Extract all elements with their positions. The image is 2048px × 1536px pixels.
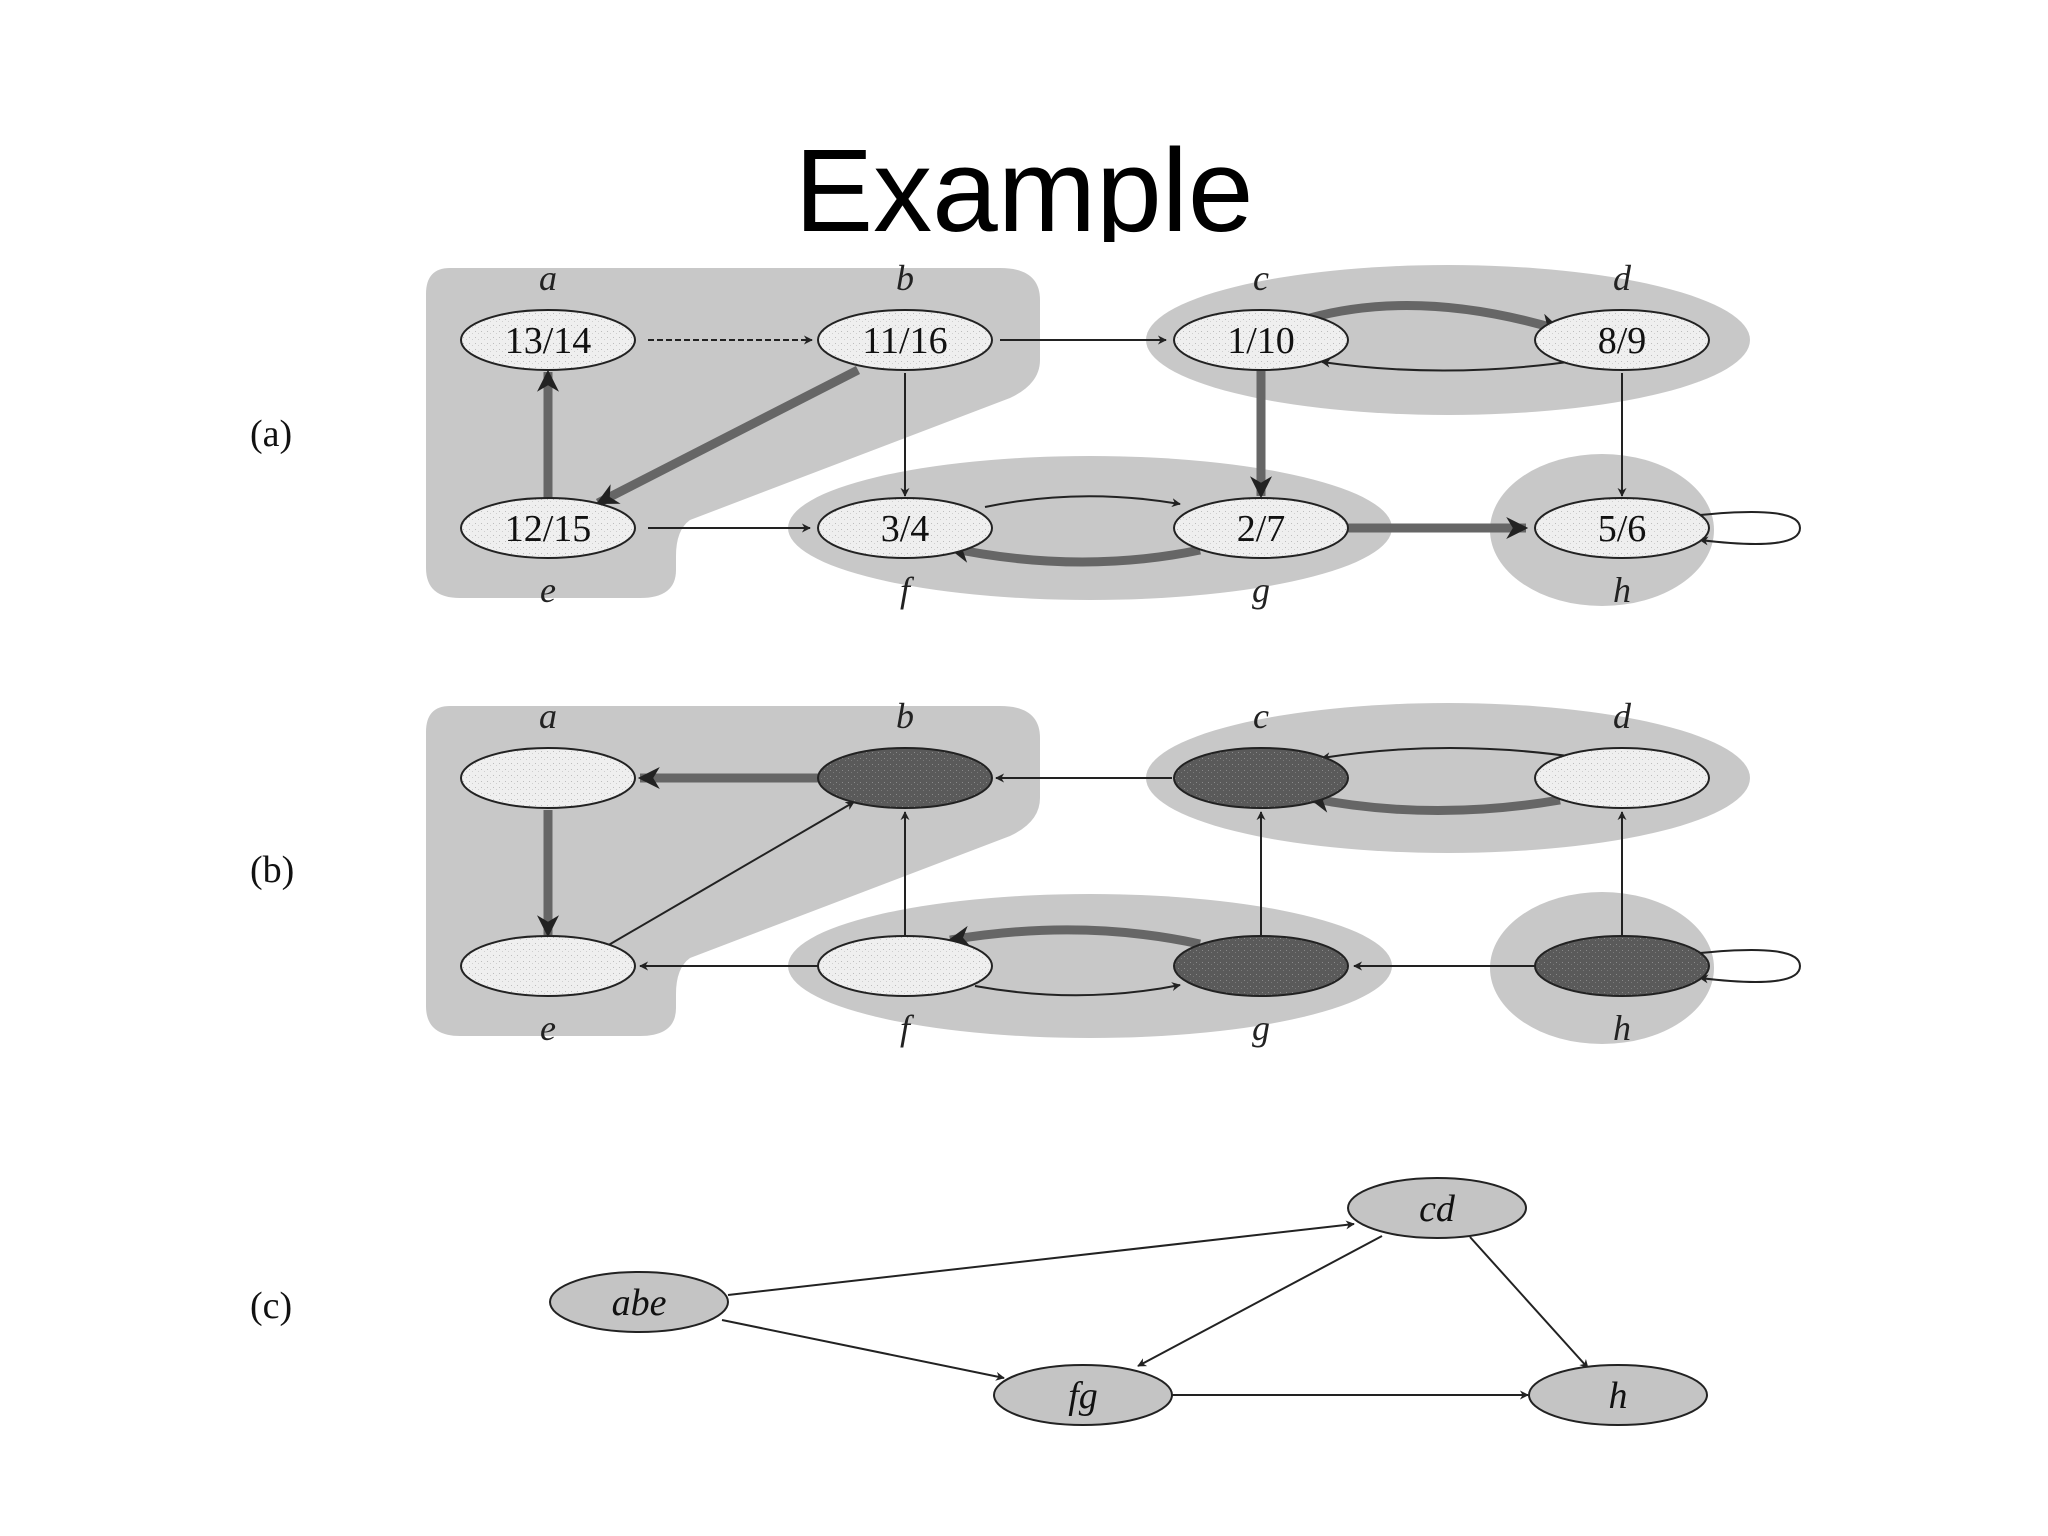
tree-edge-b-e [595,365,861,508]
edge-e-b [599,801,855,951]
tree-edge-g-f [947,541,1201,567]
region-fg [788,456,1392,600]
edge-c-d [1321,747,1583,762]
component-h-label: h [1609,1375,1628,1417]
edge-h-h-t [1699,949,1802,984]
edge-abe-cd [727,1220,1355,1296]
component-h: h [1528,1364,1708,1426]
vertex-h-name: h [1613,570,1631,610]
vertex-a-transpose [460,747,636,809]
component-abe-label: abe [612,1282,667,1324]
panel-b-label: (b) [250,849,294,891]
vertex-c-transpose [1173,747,1349,809]
vertex-a-name: a [539,258,557,298]
vertex-g: 2/7 [1173,497,1349,559]
vertex-b-times: 11/16 [862,320,947,362]
panel-c: (c) abe cd fg h [250,1177,1708,1426]
vertex-f-transpose [817,935,993,997]
vertex-e-name-transpose: e [540,1008,556,1048]
vertex-b-name: b [896,258,914,298]
panel-c-label: (c) [250,1285,292,1327]
vertex-h-name-transpose: h [1613,1008,1631,1048]
vertex-d-name: d [1613,258,1632,298]
vertex-g-times: 2/7 [1237,508,1286,550]
vertex-h-transpose [1534,935,1710,997]
tree-edge-c-d [1308,301,1563,335]
edge-f-g-t [974,982,1181,997]
panel-b: (b) [250,696,1802,1048]
vertex-g-transpose [1173,935,1349,997]
tree-edge-d-c [1307,791,1561,815]
vertex-a-name-transpose: a [539,696,557,736]
region-cd [1146,265,1750,415]
vertex-g-name: g [1252,570,1270,610]
panel-a: (a) 13/14 [250,258,1802,610]
vertex-f: 3/4 [817,497,993,559]
component-cd-label: cd [1419,1188,1456,1230]
vertex-d-name-transpose: d [1613,696,1632,736]
vertex-e-name: e [540,570,556,610]
edge-abe-fg [721,1319,1005,1381]
region-fg-transpose [788,894,1392,1038]
vertex-e-times: 12/15 [505,508,592,550]
vertex-a-times: 13/14 [505,320,592,362]
vertex-d-times: 8/9 [1598,320,1647,362]
vertex-a: 13/14 [460,309,636,371]
vertex-b: 11/16 [817,309,993,371]
component-fg-label: fg [1068,1375,1098,1417]
vertex-e: 12/15 [460,497,636,559]
edge-d-c [1321,358,1583,372]
edge-cd-fg [1137,1235,1383,1367]
edge-cd-h [1469,1236,1589,1369]
component-cd: cd [1347,1177,1527,1239]
edge-f-g [984,495,1181,508]
vertex-c: 1/10 [1173,309,1349,371]
vertex-c-name-transpose: c [1253,696,1269,736]
vertex-e-transpose [460,935,636,997]
vertex-b-transpose [817,747,993,809]
component-fg: fg [993,1364,1173,1426]
vertex-d-transpose [1534,747,1710,809]
vertex-c-name: c [1253,258,1269,298]
tree-edge-g-f-b [947,925,1201,949]
region-cd-transpose [1146,703,1750,853]
slide-title: Example [794,132,1254,242]
vertex-b-name-transpose: b [896,696,914,736]
panel-a-label: (a) [250,413,292,455]
vertex-c-times: 1/10 [1227,320,1295,362]
vertex-f-times: 3/4 [881,508,930,550]
vertex-d: 8/9 [1534,309,1710,371]
edge-h-h [1699,511,1802,546]
vertex-h: 5/6 [1534,497,1710,559]
component-abe: abe [549,1271,729,1333]
vertex-h-times: 5/6 [1598,508,1647,550]
vertex-g-name-transpose: g [1252,1008,1270,1048]
